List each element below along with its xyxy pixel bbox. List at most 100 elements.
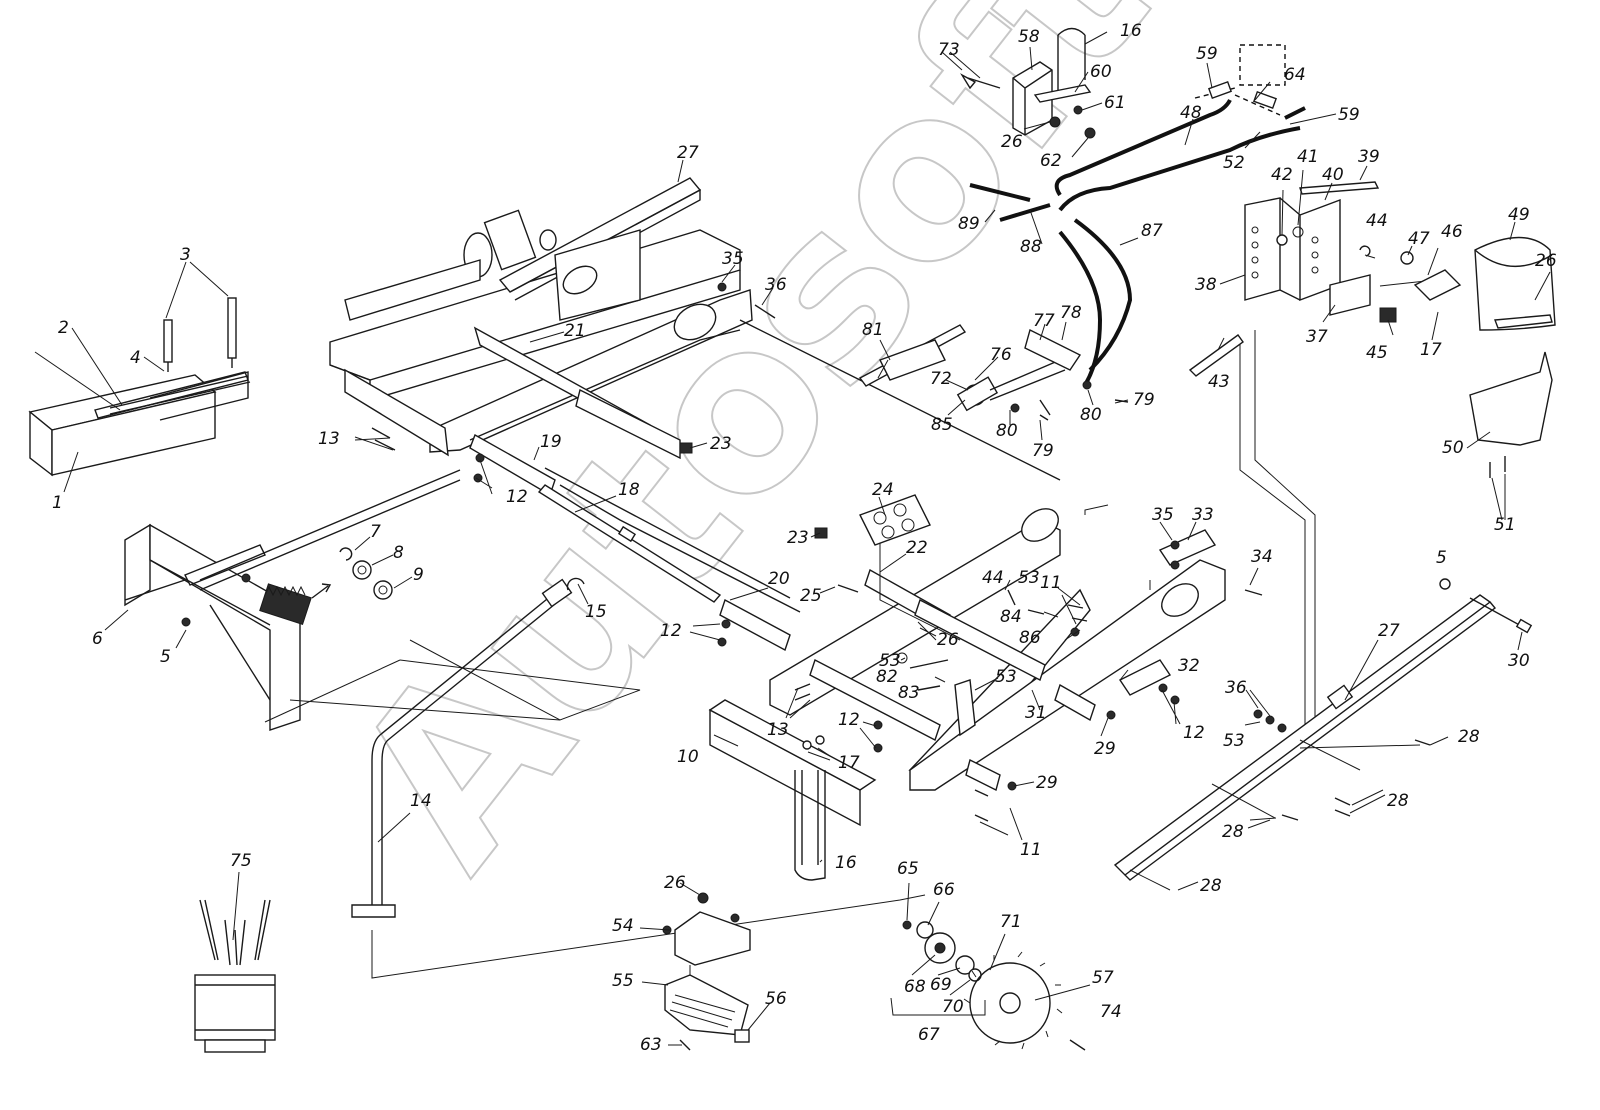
callout-12d: 12 [1183,723,1205,743]
callout-17b: 17 [1420,340,1442,360]
callout-76: 76 [990,345,1012,365]
callout-32: 32 [1178,656,1200,676]
coulter-disc [902,920,1086,1051]
callout-48: 48 [1180,103,1202,123]
callout-28d: 28 [1200,876,1222,896]
callout-3: 3 [180,245,191,265]
callout-26c: 26 [664,873,686,893]
callout-13b: 13 [767,720,789,740]
callout-80b: 80 [996,421,1018,441]
callout-23a: 23 [710,434,732,454]
callout-54: 54 [612,916,634,936]
callout-77: 77 [1033,311,1055,331]
callout-6: 6 [92,629,103,649]
callout-79b: 79 [1032,441,1054,461]
callout-34: 34 [1251,547,1273,567]
callout-22: 22 [906,538,928,558]
callout-50: 50 [1442,438,1464,458]
callout-28a: 28 [1458,727,1480,747]
bearing-housing [662,892,751,1051]
callout-53c: 53 [1018,568,1040,588]
callout-40: 40 [1322,165,1344,185]
callout-9: 9 [413,565,424,585]
callout-15: 15 [585,602,607,622]
callout-55: 55 [612,971,634,991]
callout-28b: 28 [1387,791,1409,811]
callout-24: 24 [872,480,894,500]
watermark: Autosoft [302,0,1201,915]
callout-31: 31 [1025,703,1047,723]
hitch-frame [124,469,461,731]
callout-46: 46 [1441,222,1463,242]
callout-69: 69 [930,975,952,995]
callout-71: 71 [1000,912,1022,932]
callout-30: 30 [1508,651,1530,671]
hub-plate [679,442,931,546]
callout-39: 39 [1358,147,1380,167]
callout-70: 70 [942,997,964,1017]
callout-87: 87 [1141,221,1163,241]
link-rod-18 [537,484,722,603]
callout-75: 75 [230,851,252,871]
callout-43: 43 [1208,372,1230,392]
callout-19: 19 [540,432,562,452]
callout-5a: 5 [160,647,171,667]
callout-12a: 12 [506,487,528,507]
support-leg-14 [351,577,585,918]
callout-59a: 59 [1196,44,1218,64]
callout-67: 67 [918,1025,940,1045]
callout-labels: 1 2 3 4 5 5 6 7 8 9 10 11 11 12 12 12 12… [52,21,1557,1055]
marker-bracket [1188,181,1462,377]
callout-73: 73 [938,40,960,60]
callout-51: 51 [1494,515,1516,535]
callout-59b: 59 [1338,105,1360,125]
callout-64: 64 [1284,65,1306,85]
callout-23b: 23 [787,528,809,548]
callout-62: 62 [1040,151,1062,171]
cross-beam-27 [1113,578,1533,891]
callout-65: 65 [897,859,919,879]
rear-frame-section [344,177,702,321]
lift-arms [954,529,1217,737]
callout-58: 58 [1018,27,1040,47]
callout-57: 57 [1092,968,1114,988]
callout-37: 37 [1306,327,1328,347]
callout-61: 61 [1104,93,1126,113]
callout-16a: 16 [1120,21,1142,41]
callout-21: 21 [564,321,586,341]
callout-84: 84 [1000,607,1022,627]
callout-38: 38 [1195,275,1217,295]
callout-25: 25 [800,586,822,606]
callout-63: 63 [640,1035,662,1055]
callout-20: 20 [768,569,790,589]
callout-11a: 11 [1020,840,1042,860]
callout-29b: 29 [1036,773,1058,793]
hydraulic-hoses [969,44,1306,387]
callout-53b: 53 [995,667,1017,687]
callout-56: 56 [765,989,787,1009]
leader-lines [63,31,1551,1046]
watermark-text: Autosoft [303,0,1200,914]
u-bolt-16 [794,735,826,881]
callout-78: 78 [1060,303,1082,323]
callout-35a: 35 [722,249,744,269]
row-unit-75 [194,899,276,1053]
callout-17a: 17 [838,753,860,773]
callout-53d: 53 [1223,731,1245,751]
callout-74: 74 [1100,1002,1122,1022]
callout-88: 88 [1020,237,1042,257]
callout-27a: 27 [677,143,699,163]
callout-53a: 53 [879,651,901,671]
callout-85: 85 [931,415,953,435]
callout-80a: 80 [1080,405,1102,425]
callout-4: 4 [130,348,141,368]
callout-41: 41 [1297,147,1319,167]
callout-86: 86 [1019,628,1041,648]
direction-arrow [311,583,332,599]
callout-27b: 27 [1378,621,1400,641]
callout-28c: 28 [1222,822,1244,842]
callout-12c: 12 [838,710,860,730]
callout-44b: 44 [982,568,1004,588]
callout-81: 81 [862,320,884,340]
